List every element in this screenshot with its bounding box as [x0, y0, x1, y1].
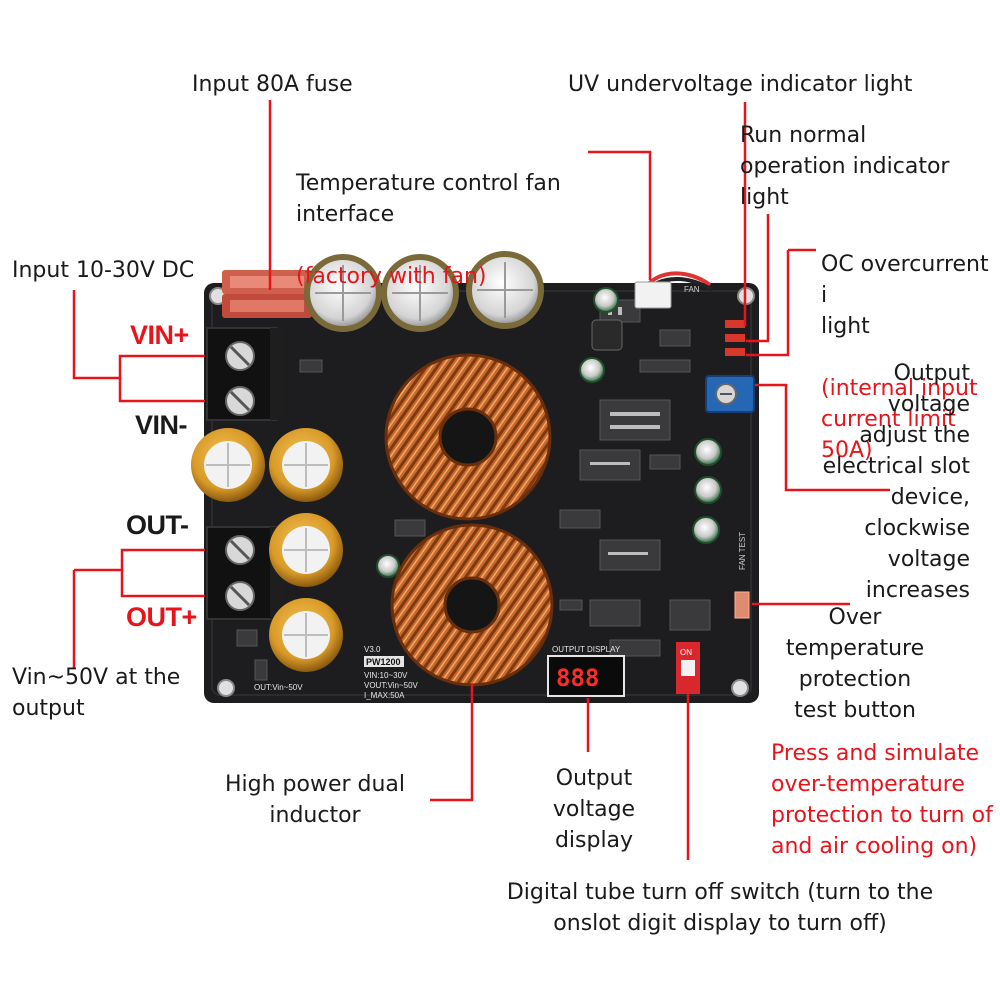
fuse: [222, 270, 312, 318]
input-capacitors: [304, 251, 544, 332]
input-range-label: Input 10-30V DC: [12, 258, 195, 283]
spec-imax-silk: I_MAX:50A: [364, 691, 405, 700]
output-display-silk: OUTPUT DISPLAY: [552, 645, 621, 654]
potentiometer: [705, 375, 755, 413]
fuse-label: Input 80A fuse: [192, 72, 353, 97]
fan-connector: [634, 271, 714, 309]
run-light-label: Run normal operation indicator light: [740, 123, 950, 210]
display-digits: 888: [556, 664, 599, 692]
vin-plus-label: VIN+: [130, 320, 189, 350]
output-capacitors: [191, 428, 343, 672]
model-silk: PW1200: [366, 657, 401, 667]
spec-vout-silk: VOUT:Vin~50V: [364, 681, 419, 690]
seven-segment-display: [547, 655, 625, 697]
inductor-label: High power dual inductor: [224, 772, 406, 828]
status-leds: [725, 320, 745, 356]
out-range-silk: OUT:Vin~50V: [254, 683, 303, 692]
switch-on-silk: ON: [680, 648, 692, 657]
out-minus-label: OUT-: [126, 510, 189, 540]
out-plus-label: OUT+: [126, 602, 197, 632]
vin-minus-label: VIN-: [135, 410, 188, 440]
version-silk: V3.0: [364, 645, 381, 654]
oc-light-label: OC overcurrent i light (internal input c…: [821, 218, 1000, 497]
upper-inductor: [384, 353, 552, 521]
spec-vin-silk: VIN:10~30V: [364, 671, 408, 680]
over-temp-note: Press and simulate over-temperature prot…: [771, 741, 993, 859]
display-dip-switch: ON: [676, 642, 700, 694]
output-adjust-label: Output voltage adjust the electrical slo…: [822, 361, 970, 603]
fan-test-button: [734, 591, 750, 619]
fan-silk: FAN: [684, 285, 700, 294]
fan-test-silk: FAN TEST: [738, 532, 747, 570]
display-switch-label: Digital tube turn off switch (turn to th…: [506, 880, 934, 936]
lower-inductor: [390, 523, 554, 687]
oc-light-title: OC overcurrent i light: [821, 252, 989, 339]
smd-components: [236, 299, 711, 681]
oc-light-note: (internal input current limit 50A): [821, 376, 978, 463]
output-range-label: Vin~50V at the output: [12, 665, 181, 721]
over-temp-button-label: Over temperature protection test button: [785, 605, 925, 723]
output-display-label: Output voltage display: [552, 766, 636, 853]
oc-led: [725, 348, 745, 356]
fan-interface-label: Temperature control fan interface (facto…: [296, 137, 561, 323]
uv-led: [725, 320, 745, 328]
uv-light-label: UV undervoltage indicator light: [568, 72, 913, 97]
small-capacitors: [376, 287, 722, 578]
fan-interface-title: Temperature control fan interface: [296, 171, 561, 227]
terminal-block: [206, 327, 282, 620]
run-led: [725, 334, 745, 342]
fan-interface-note: (factory with fan): [296, 264, 487, 289]
